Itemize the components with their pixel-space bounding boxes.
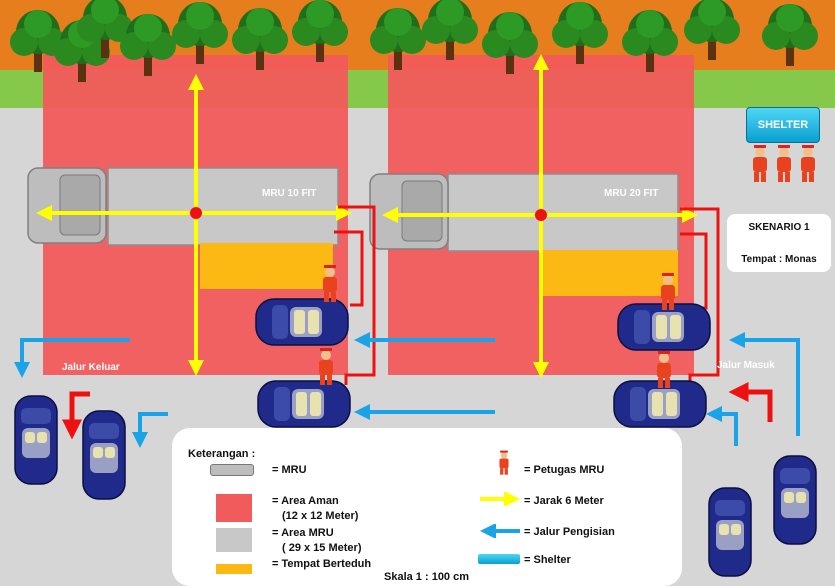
legend-safe-area: = Area Aman xyxy=(272,495,339,507)
legend-safe-swatch xyxy=(216,494,252,522)
legend: Keterangan : = MRU = Area Aman (12 x 12 … xyxy=(172,428,682,586)
legend-shelter: = Shelter xyxy=(524,554,571,566)
legend-fill-lane: = Jalur Pengisian xyxy=(524,526,615,538)
distance-arrows xyxy=(36,54,698,378)
officer-icon xyxy=(499,450,509,475)
truck-label-1: MRU 10 FIT xyxy=(262,188,316,199)
shelter-area-2 xyxy=(540,250,678,296)
mru-area-1 xyxy=(107,167,339,246)
legend-mru-size: ( 29 x 15 Meter) xyxy=(282,542,362,554)
car-icon xyxy=(255,298,349,346)
entry-lane-label: Jalur Masuk xyxy=(717,360,775,371)
mru-area-2 xyxy=(447,173,679,252)
legend-title: Keterangan : xyxy=(188,448,256,460)
shelter-area-1 xyxy=(200,243,333,289)
truck-icon xyxy=(369,173,679,296)
legend-mru-icon xyxy=(210,464,254,476)
truck-icon xyxy=(27,167,339,289)
shelter-icon: SHELTER xyxy=(746,107,820,143)
exit-lane-label: Jalur Keluar xyxy=(62,362,120,373)
shelter-label: SHELTER xyxy=(757,119,809,131)
center-point-2 xyxy=(535,209,547,221)
arrow-icon xyxy=(14,338,130,378)
legend-scale: Skala 1 : 100 cm xyxy=(384,571,470,583)
car-icon xyxy=(708,487,752,577)
legend-officer: = Petugas MRU xyxy=(524,464,605,476)
legend-shelter-swatch xyxy=(216,564,252,574)
arrow-icon xyxy=(480,524,520,538)
arrow-icon xyxy=(729,332,800,436)
scenario-title: SKENARIO 1 xyxy=(748,222,810,233)
legend-distance: = Jarak 6 Meter xyxy=(524,495,604,507)
arrow-icon xyxy=(480,492,520,506)
scenario-place: Tempat : Monas xyxy=(741,254,817,265)
legend-shelter-place: = Tempat Berteduh xyxy=(272,558,372,570)
fill-lanes xyxy=(14,332,800,448)
car-icon xyxy=(82,410,126,500)
center-point-1 xyxy=(190,207,202,219)
shelter-icon xyxy=(478,554,520,564)
truck-label-2: MRU 20 FIT xyxy=(604,188,658,199)
scenario-box: SKENARIO 1 Tempat : Monas xyxy=(727,214,831,272)
legend-mru-swatch xyxy=(216,528,252,552)
arrow-icon xyxy=(728,382,773,422)
car-icon xyxy=(257,380,351,428)
car-icon xyxy=(617,303,711,351)
arrow-icon xyxy=(62,391,90,440)
legend-mru-area: = Area MRU xyxy=(272,527,334,539)
car-icon xyxy=(14,395,58,485)
direction-arrows xyxy=(62,382,773,440)
legend-safe-size: (12 x 12 Meter) xyxy=(282,510,359,522)
legend-mru: = MRU xyxy=(272,464,307,476)
arrow-icon xyxy=(706,406,738,446)
arrow-icon xyxy=(132,412,168,448)
car-icon xyxy=(773,455,817,545)
